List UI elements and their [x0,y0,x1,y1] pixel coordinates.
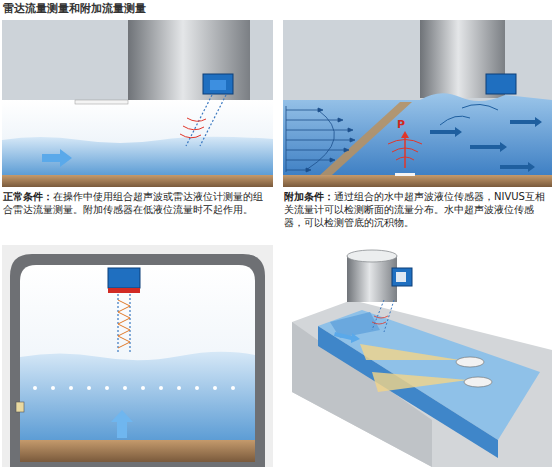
caption-heading: 正常条件： [3,191,53,202]
caption-paragraph: 附加条件：通过组合的水中超声波液位传感器，NIVUS互相关流量计可以检测断面的流… [284,190,552,229]
pressure-label: P [397,118,405,131]
caption-paragraph: 正常条件：在操作中使用组合超声波或雷达液位计测量的组合雷达流量测量。附加传感器在… [3,190,271,216]
caption-heading: 附加条件： [284,191,334,202]
diagram-title: 雷达流量测量和附加流量测量 [3,1,146,16]
